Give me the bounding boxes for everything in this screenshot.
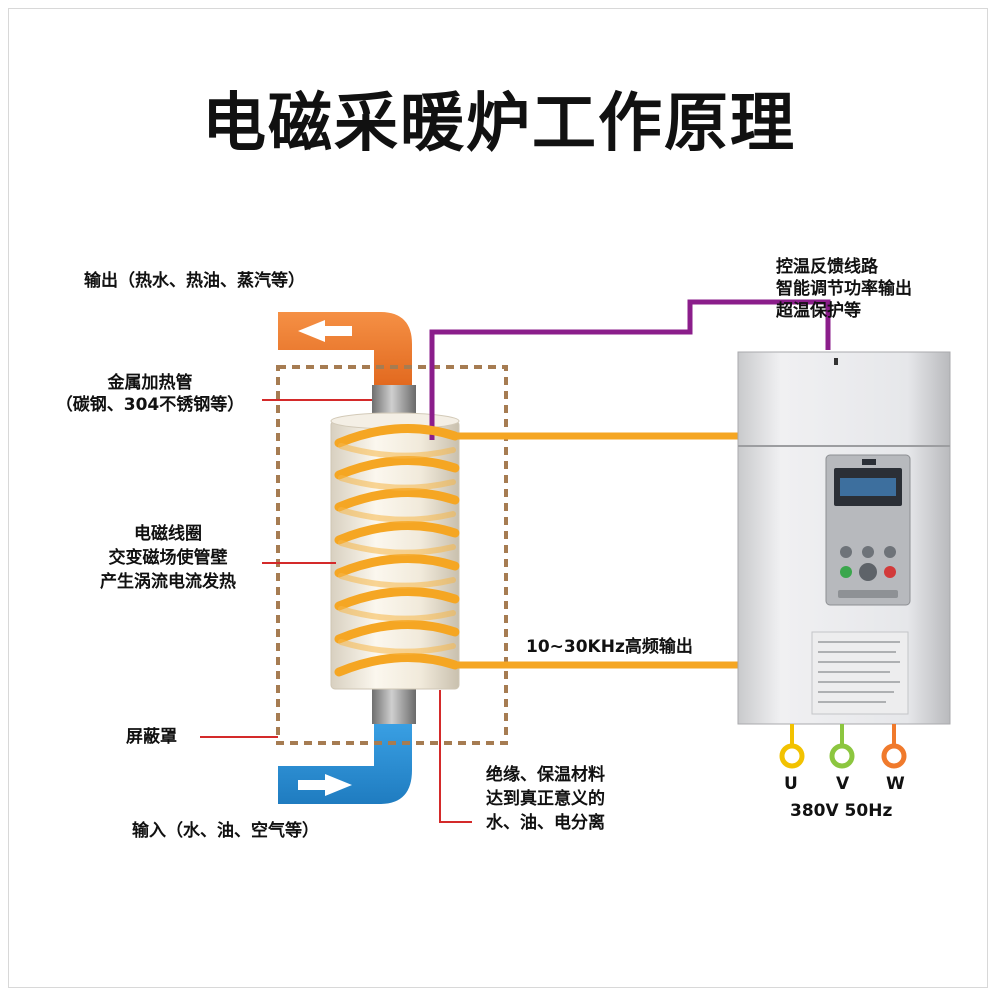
frequency-label: 10~30KHz高频输出 bbox=[526, 637, 693, 657]
image-frame bbox=[8, 8, 988, 988]
coil-label-line: 产生涡流电流发热 bbox=[100, 572, 236, 592]
phase-label-v: V bbox=[836, 774, 850, 794]
control-label: 控温反馈线路 智能调节功率输出 超温保护等 bbox=[776, 256, 912, 322]
pointer-lines bbox=[200, 399, 472, 823]
input-pipe bbox=[278, 722, 412, 804]
coil-label-line: 电磁线圈 bbox=[134, 524, 202, 544]
keypad-run-button bbox=[840, 566, 852, 578]
metal-pipe-bottom bbox=[372, 688, 416, 724]
metal-pipe-label-line: （碳钢、304不锈钢等） bbox=[55, 395, 245, 415]
control-label-line: 控温反馈线路 bbox=[776, 257, 878, 277]
input-label: 输入（水、油、空气等） bbox=[132, 821, 319, 841]
insulation-label-line: 达到真正意义的 bbox=[486, 789, 605, 809]
phase-label-u: U bbox=[784, 774, 798, 794]
phase-label-w: W bbox=[886, 774, 905, 794]
coil-label-line: 交变磁场使管壁 bbox=[108, 548, 228, 568]
power-spec-label: 380V 50Hz bbox=[790, 801, 893, 821]
phase-terminals bbox=[779, 724, 907, 769]
control-label-line: 智能调节功率输出 bbox=[776, 279, 912, 299]
feedback-line bbox=[429, 299, 831, 440]
coil-windings bbox=[334, 423, 460, 677]
metal-pipe-label: 金属加热管 （碳钢、304不锈钢等） bbox=[36, 372, 264, 416]
arrow-left-icon bbox=[298, 320, 352, 342]
insulation-label-line: 水、油、电分离 bbox=[486, 813, 605, 833]
keypad-dial bbox=[859, 563, 877, 581]
keypad-button bbox=[862, 546, 874, 558]
insulation-label-line: 绝缘、保温材料 bbox=[486, 765, 605, 785]
shield-label: 屏蔽罩 bbox=[126, 727, 177, 747]
shield-box bbox=[276, 365, 508, 745]
keypad-button bbox=[840, 546, 852, 558]
diagram-title: 电磁采暖炉工作原理 bbox=[202, 87, 796, 161]
coil-label: 电磁线圈 交变磁场使管壁 产生涡流电流发热 bbox=[56, 522, 280, 594]
metal-pipe-label-line: 金属加热管 bbox=[107, 373, 193, 393]
control-label-line: 超温保护等 bbox=[776, 301, 861, 321]
keypad-stop-button bbox=[884, 566, 896, 578]
keypad-button bbox=[884, 546, 896, 558]
insulation-label: 绝缘、保温材料 达到真正意义的 水、油、电分离 bbox=[486, 763, 605, 835]
arrow-right-icon bbox=[298, 774, 352, 796]
output-pipe bbox=[278, 312, 412, 392]
controller-cabinet bbox=[737, 351, 951, 725]
output-label: 输出（热水、热油、蒸汽等） bbox=[84, 271, 305, 291]
